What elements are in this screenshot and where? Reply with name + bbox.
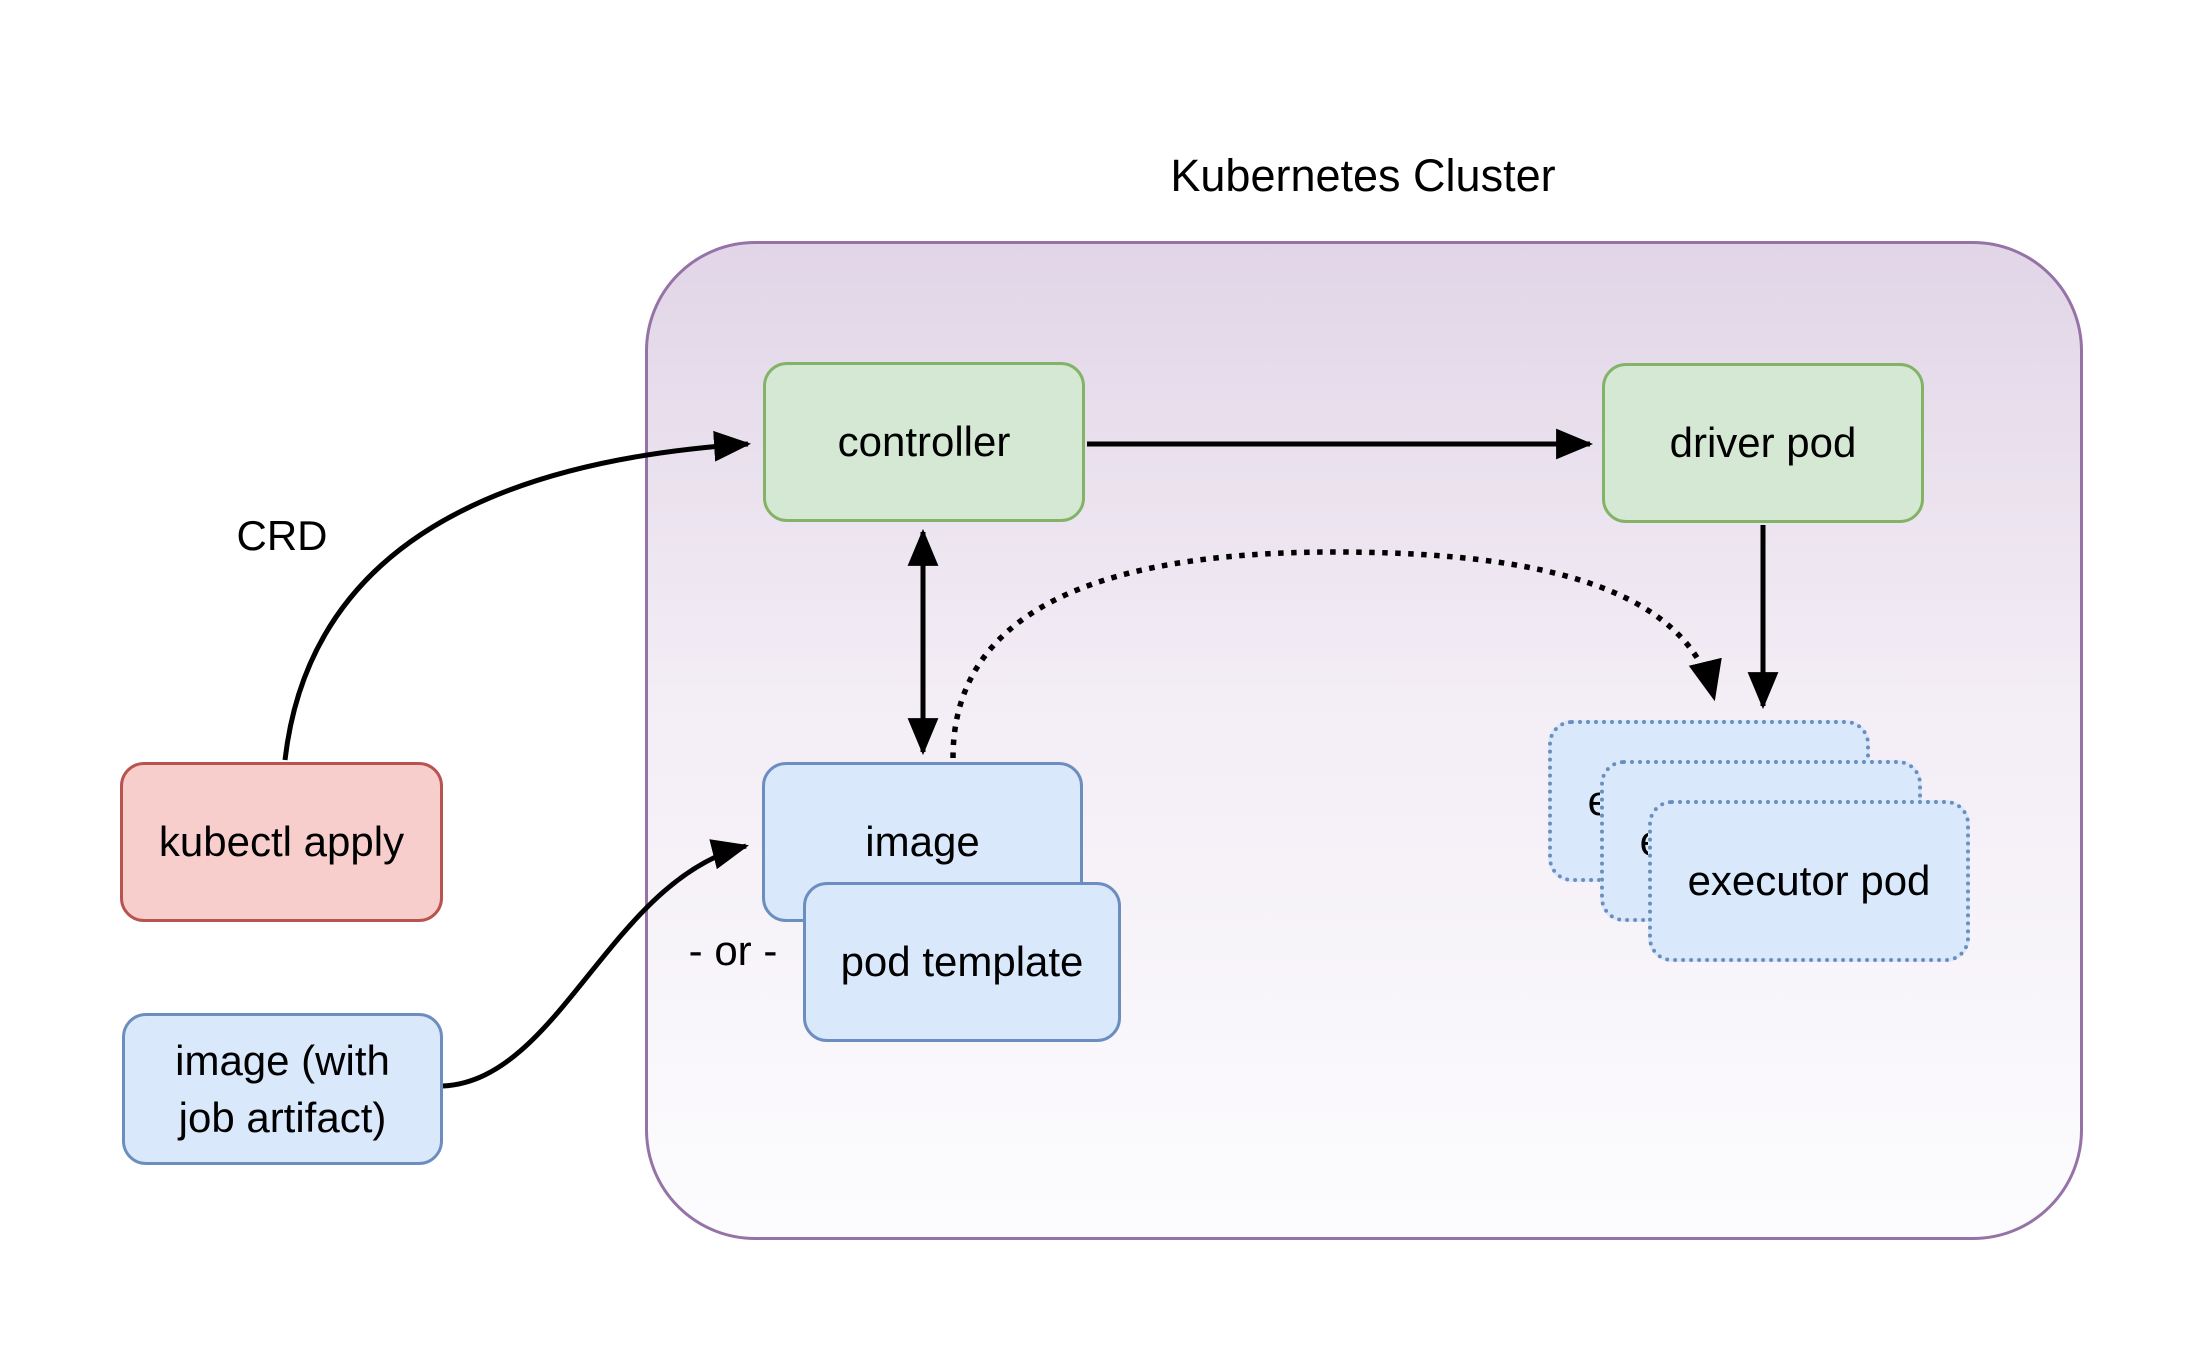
node-driver-pod-label: driver pod bbox=[1669, 419, 1857, 467]
node-executor-pod-front-label: executor pod bbox=[1687, 857, 1931, 905]
node-pod-template-label: pod template bbox=[840, 938, 1084, 986]
node-image-label: image bbox=[865, 818, 980, 866]
or-label: - or - bbox=[688, 927, 778, 974]
node-kubectl-apply: kubectl apply bbox=[120, 762, 443, 922]
node-controller-label: controller bbox=[837, 418, 1011, 466]
node-pod-template: pod template bbox=[803, 882, 1121, 1042]
cluster-title: Kubernetes Cluster bbox=[1170, 150, 1556, 201]
crd-edge-label: CRD bbox=[236, 512, 328, 559]
artifact-label-line1: image (with bbox=[175, 1036, 390, 1084]
node-controller: controller bbox=[763, 362, 1085, 522]
node-image-with-job-artifact: image (with job artifact) bbox=[122, 1013, 443, 1165]
node-kubectl-apply-label: kubectl apply bbox=[158, 818, 405, 866]
node-executor-pod-front: executor pod bbox=[1648, 800, 1970, 962]
artifact-label-line2: job artifact) bbox=[178, 1094, 387, 1141]
node-image-with-job-artifact-label: image (with job artifact) bbox=[175, 1032, 390, 1146]
node-driver-pod: driver pod bbox=[1602, 363, 1924, 523]
